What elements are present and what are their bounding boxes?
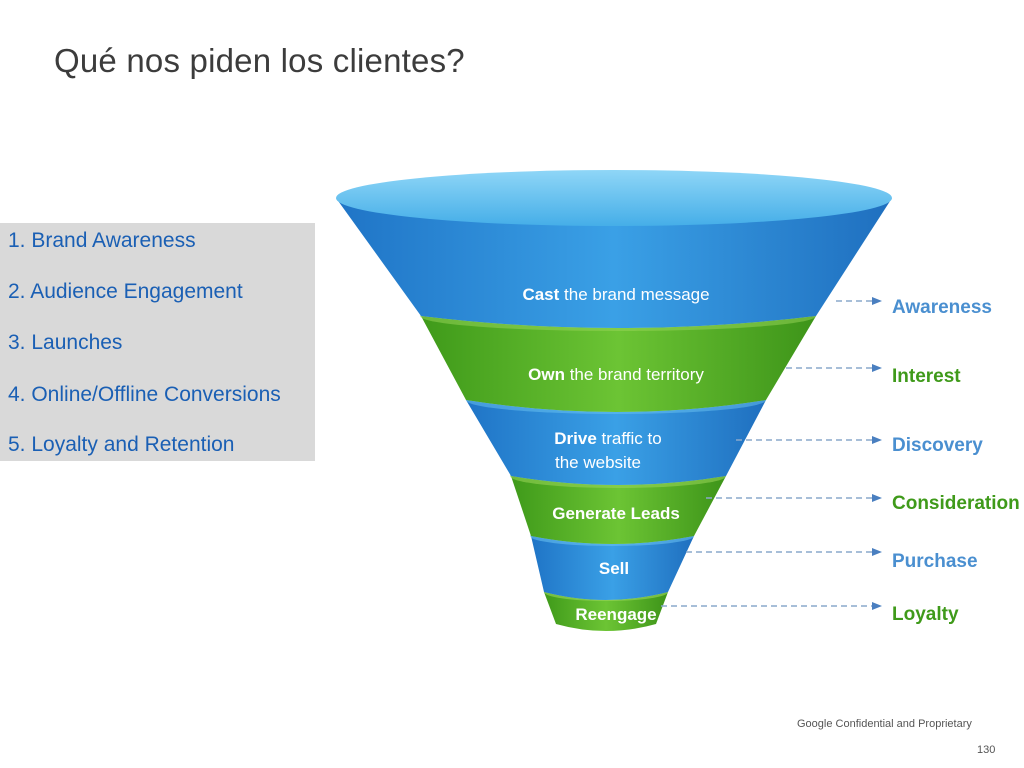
stage-label-consideration: Consideration: [892, 493, 1020, 514]
arrowhead-icon: [872, 364, 882, 372]
arrowhead-icon: [872, 494, 882, 502]
arrowhead-icon: [872, 602, 882, 610]
funnel-rim: [336, 170, 892, 226]
list-item: 2. Audience Engagement: [8, 280, 243, 303]
stage-labels: Awareness Interest Discovery Considerati…: [892, 297, 1020, 625]
stage-label-awareness: Awareness: [892, 297, 992, 318]
arrowhead-icon: [872, 548, 882, 556]
list-item: 3. Launches: [8, 331, 123, 354]
marketing-funnel: Cast the brand message Own the brand ter…: [316, 168, 1024, 642]
list-item: 1. Brand Awareness: [8, 229, 196, 252]
stage-arrows: [661, 300, 872, 607]
stage-text-cast: Cast the brand message: [522, 285, 709, 304]
stage-text-bold: Drive: [554, 429, 597, 448]
arrowhead-icon: [872, 436, 882, 444]
stage-text-own: Own the brand territory: [528, 365, 704, 384]
stage-text-rest: the brand message: [559, 285, 709, 304]
stage-text-bold: Cast: [522, 285, 559, 304]
stage-text-generate-leads: Generate Leads: [552, 504, 680, 523]
stage-text-drive-line2: the website: [555, 453, 641, 472]
funnel-diagram: Cast the brand message Own the brand ter…: [336, 170, 1020, 631]
stage-label-purchase: Purchase: [892, 551, 978, 572]
page-number: 130: [977, 744, 996, 756]
stage-text-sell: Sell: [599, 559, 629, 578]
stage-text-rest: the brand territory: [565, 365, 704, 384]
objectives-list: 1. Brand Awareness 2. Audience Engagemen…: [0, 223, 315, 461]
stage-label-discovery: Discovery: [892, 435, 983, 456]
stage-text-drive: Drive traffic to: [554, 429, 661, 448]
stage-label-loyalty: Loyalty: [892, 604, 959, 625]
confidential-footer: Google Confidential and Proprietary: [797, 718, 972, 730]
slide-title: Qué nos piden los clientes?: [54, 42, 465, 79]
arrowhead-icon: [872, 297, 882, 305]
stage-label-interest: Interest: [892, 366, 961, 387]
stage-text-bold: Own: [528, 365, 565, 384]
list-item: 4. Online/Offline Conversions: [8, 383, 281, 406]
stage-text-rest: traffic to: [597, 429, 662, 448]
funnel-band-cast: [336, 170, 892, 328]
list-item: 5. Loyalty and Retention: [8, 433, 235, 456]
stage-text-reengage: Reengage: [575, 605, 656, 624]
arrow-heads: [872, 297, 882, 610]
